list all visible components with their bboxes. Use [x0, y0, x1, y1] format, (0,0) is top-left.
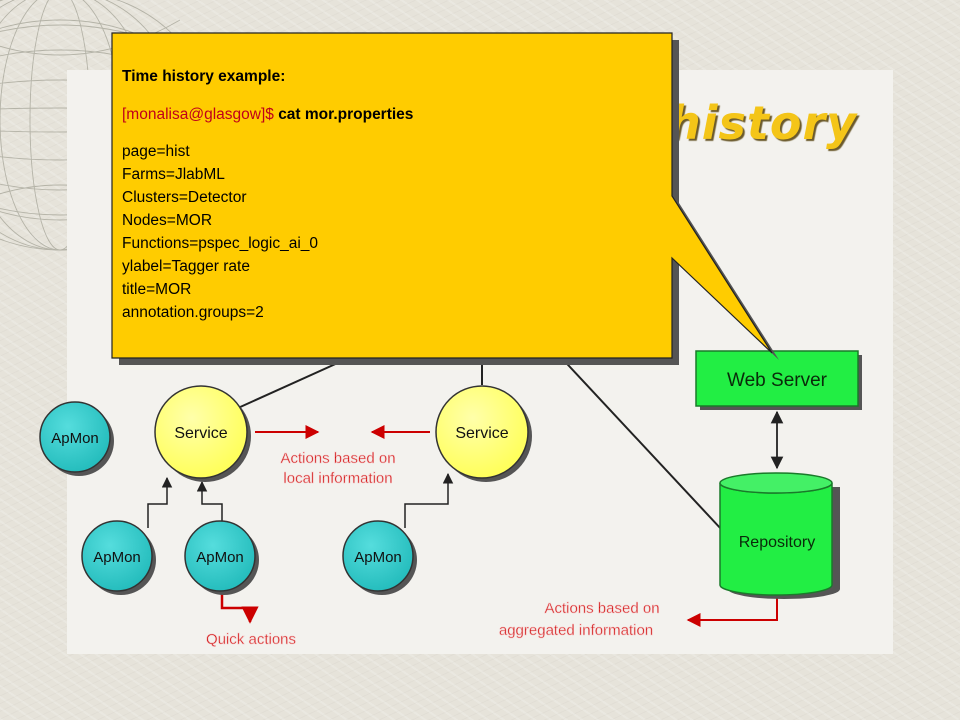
shell-prompt: [monalisa@glasgow]$ [122, 106, 274, 123]
apmon2-to-service-link [196, 480, 223, 522]
callout-box [111, 32, 779, 365]
service-left-label: Service [174, 425, 227, 442]
web-server-box [695, 350, 859, 407]
apmon3-to-service-link [404, 472, 454, 528]
slide-title: history [668, 96, 858, 150]
property-line: page=hist [122, 143, 190, 160]
property-line: Farms=JlabML [122, 166, 225, 183]
service-right-node [435, 385, 529, 479]
callout-content: Time history example: [monalisa@glasgow]… [122, 65, 662, 324]
repository-cylinder [719, 472, 840, 599]
property-line: Clusters=Detector [122, 189, 247, 206]
repository-label: Repository [739, 534, 815, 551]
property-line: title=MOR [122, 281, 192, 298]
callout-command-line: [monalisa@glasgow]$ cat mor.properties [122, 103, 662, 126]
local-actions-label-line1: Actions based on [280, 450, 395, 467]
apmon-left-node [39, 401, 111, 473]
service-left-node [154, 385, 248, 479]
aggregated-actions-label-line2: aggregated information [499, 622, 653, 639]
service-right-label: Service [455, 425, 508, 442]
apmon-bottom-1-label: ApMon [93, 549, 141, 566]
apmon-bottom-2-label: ApMon [196, 549, 244, 566]
local-actions-label-line2: local information [283, 470, 392, 487]
property-line: ylabel=Tagger rate [122, 258, 250, 275]
apmon-bottom-2-node [184, 520, 256, 592]
property-line: Functions=pspec_logic_ai_0 [122, 235, 319, 252]
apmon-left-label: ApMon [51, 430, 99, 447]
apmon-bottom-3-label: ApMon [354, 549, 402, 566]
apmon-bottom-1-node [81, 520, 153, 592]
aggregated-actions-label-line1: Actions based on [544, 600, 659, 617]
apmon1-to-service-link [147, 476, 173, 528]
property-line: annotation.groups=2 [122, 304, 264, 321]
apmon-bottom-3-node [342, 520, 414, 592]
property-line: Nodes=MOR [122, 212, 213, 229]
repository-uplink [555, 351, 723, 531]
callout-heading: Time history example: [122, 68, 286, 85]
aggregated-actions-arrow [686, 594, 778, 627]
web-server-label: Web Server [727, 370, 828, 391]
quick-actions-arrow [220, 594, 259, 624]
shell-command: cat mor.properties [278, 106, 414, 123]
quick-actions-label: Quick actions [206, 631, 296, 648]
